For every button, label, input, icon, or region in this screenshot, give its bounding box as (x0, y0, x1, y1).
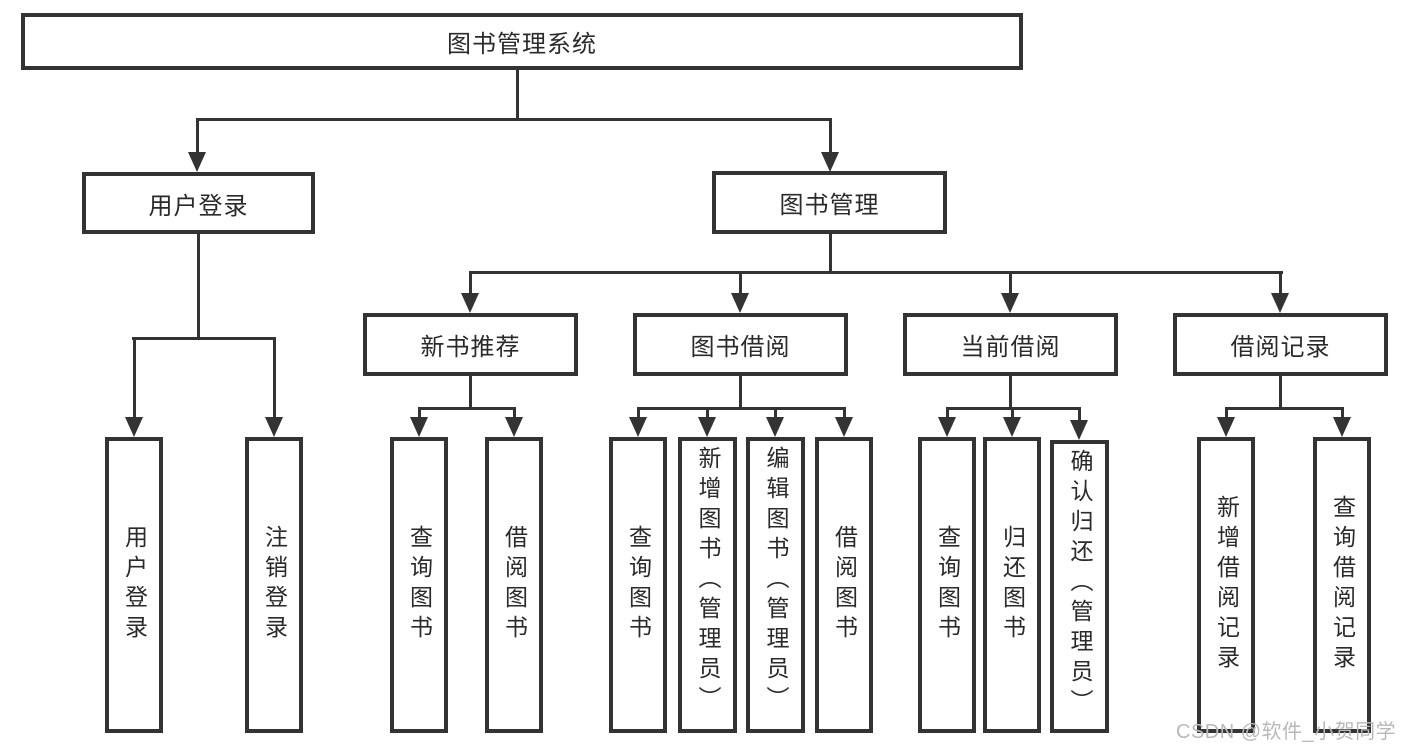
arrow-down-icon (1070, 420, 1088, 440)
leaf-query-borrow-record: 查询借阅记录 (1313, 437, 1371, 733)
leaf-query-books: 查询图书 (390, 437, 448, 733)
connector-hline (1225, 407, 1343, 410)
node-label: 借阅记录 (1230, 334, 1331, 361)
arrow-down-icon (265, 417, 283, 437)
connector-hline (637, 407, 845, 410)
arrow-down-icon (821, 152, 839, 172)
connector-hline (469, 271, 1283, 274)
connector-vline (1341, 407, 1344, 421)
arrow-down-icon (1003, 417, 1021, 437)
arrow-down-icon (410, 417, 428, 437)
connector-vline (739, 271, 742, 297)
leaf-borrow-books: 借阅图书 (815, 437, 873, 733)
connector-hline (132, 337, 276, 340)
connector-vline (739, 376, 742, 410)
leaf-label: 新增图书（管理员） (695, 446, 721, 716)
leaf-logout: 注销登录 (245, 437, 303, 733)
arrow-down-icon (766, 417, 784, 437)
leaf-edit-books-admin: 编辑图书（管理员） (746, 437, 805, 733)
connector-vline (516, 70, 519, 119)
leaf-add-books-admin: 新增图书（管理员） (678, 437, 737, 733)
leaf-label: 注销登录 (261, 525, 288, 645)
node-label: 新书推荐 (420, 334, 521, 361)
arrow-down-icon (698, 417, 716, 437)
arrow-down-icon (188, 152, 206, 172)
connector-vline (418, 407, 421, 421)
arrow-down-icon (731, 293, 749, 313)
leaf-label: 查询图书 (406, 525, 433, 645)
node-current-borrowing: 当前借阅 (903, 313, 1118, 376)
leaf-label: 新增借阅记录 (1213, 495, 1240, 675)
leaf-add-borrow-record: 新增借阅记录 (1197, 437, 1255, 733)
node-library-system: 图书管理系统 (21, 13, 1023, 70)
arrow-down-icon (505, 417, 523, 437)
connector-vline (197, 234, 200, 340)
connector-vline (829, 234, 832, 274)
watermark: CSDN @软件_小贺同学 (1176, 721, 1397, 743)
connector-vline (829, 118, 832, 156)
node-new-book-recommendation: 新书推荐 (363, 313, 578, 376)
leaf-label: 查询图书 (934, 525, 961, 645)
leaf-label: 查询借阅记录 (1329, 495, 1356, 675)
connector-vline (273, 337, 276, 419)
arrow-down-icon (1333, 417, 1351, 437)
arrow-down-icon (1271, 293, 1289, 313)
leaf-borrow-books: 借阅图书 (485, 437, 543, 733)
connector-vline (1009, 271, 1012, 297)
leaf-confirm-return-admin: 确认归还（管理员） (1050, 440, 1109, 733)
node-label: 图书管理 (779, 192, 880, 219)
connector-hline (418, 407, 516, 410)
connector-vline (1009, 376, 1012, 410)
node-book-borrowing: 图书借阅 (633, 313, 848, 376)
leaf-label: 借阅图书 (501, 525, 528, 645)
connector-vline (1078, 407, 1081, 424)
arrow-down-icon (629, 417, 647, 437)
connector-vline (133, 337, 136, 419)
node-label: 图书借阅 (690, 334, 791, 361)
connector-vline (774, 407, 777, 421)
connector-vline (1279, 271, 1282, 297)
arrow-down-icon (1217, 417, 1235, 437)
node-user-login: 用户登录 (82, 172, 315, 234)
arrow-down-icon (835, 417, 853, 437)
arrow-down-icon (461, 293, 479, 313)
node-borrowing-records: 借阅记录 (1173, 313, 1388, 376)
node-label: 当前借阅 (960, 334, 1061, 361)
connector-vline (1011, 407, 1014, 421)
leaf-label: 借阅图书 (831, 525, 858, 645)
arrow-down-icon (938, 417, 956, 437)
leaf-user-login: 用户登录 (105, 437, 163, 733)
connector-vline (1279, 376, 1282, 410)
connector-hline (196, 118, 832, 121)
leaf-label: 归还图书 (999, 525, 1026, 645)
leaf-label: 用户登录 (121, 525, 148, 645)
arrow-down-icon (1001, 293, 1019, 313)
leaf-label: 确认归还（管理员） (1067, 449, 1093, 719)
connector-vline (706, 407, 709, 421)
node-book-management: 图书管理 (712, 171, 947, 234)
connector-vline (196, 118, 199, 156)
connector-vline (843, 407, 846, 421)
leaf-label: 编辑图书（管理员） (763, 446, 789, 716)
node-label: 用户登录 (148, 192, 249, 220)
connector-vline (946, 407, 949, 421)
leaf-query-books: 查询图书 (918, 437, 976, 733)
connector-vline (1225, 407, 1228, 421)
leaf-label: 查询图书 (625, 525, 652, 645)
connector-vline (637, 407, 640, 421)
leaf-query-books: 查询图书 (609, 437, 667, 733)
arrow-down-icon (125, 417, 143, 437)
connector-vline (469, 271, 472, 297)
connector-vline (513, 407, 516, 421)
leaf-return-books: 归还图书 (983, 437, 1041, 733)
connector-vline (469, 376, 472, 410)
node-label: 图书管理系统 (447, 31, 597, 58)
